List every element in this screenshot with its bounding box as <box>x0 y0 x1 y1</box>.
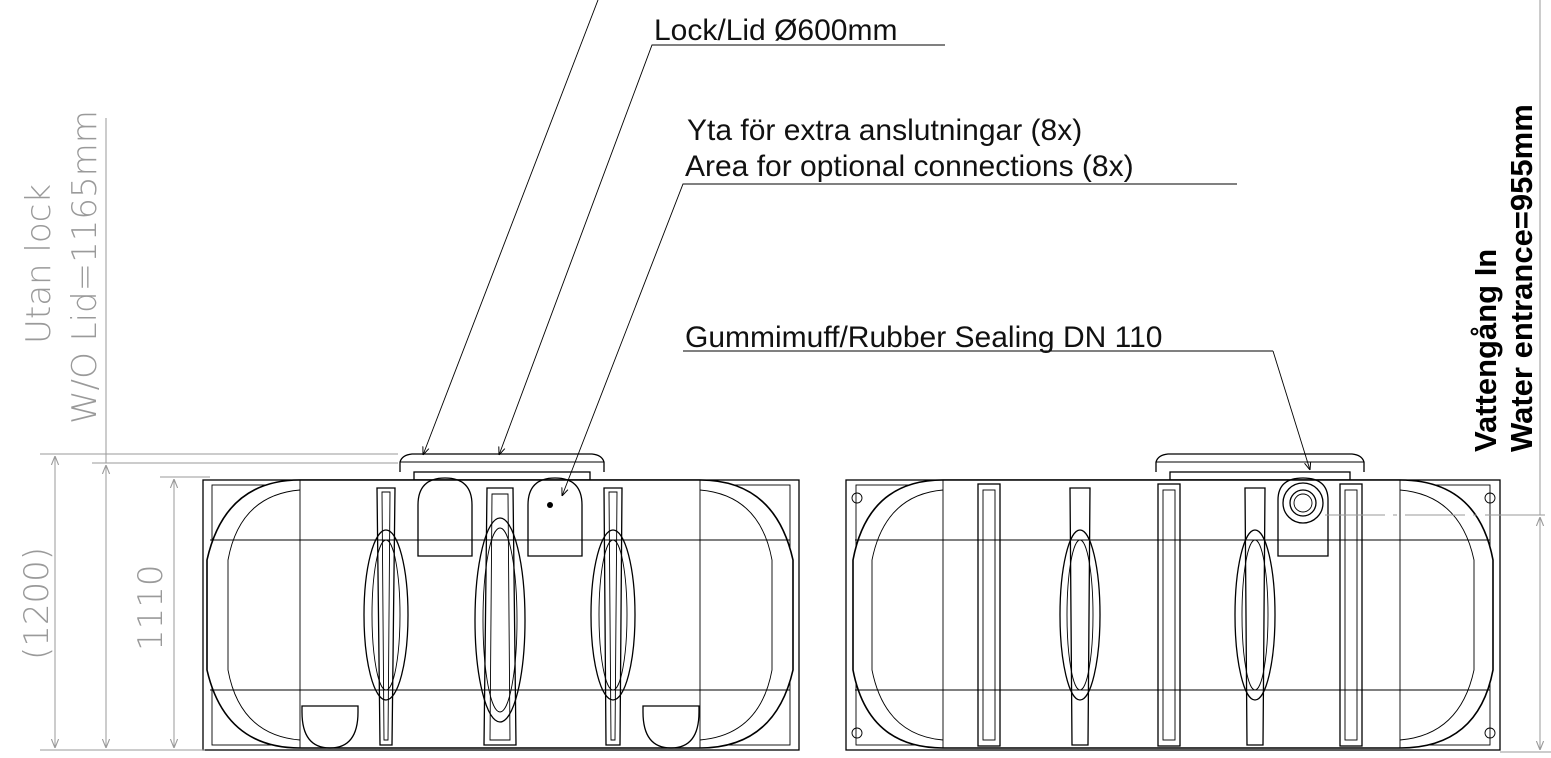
water-entrance-en: Water entrance=955mm <box>1504 104 1539 452</box>
tank-left-view <box>202 453 800 751</box>
optional-connections-en: Area for optional connections (8x) <box>685 150 1134 183</box>
tank-right-view <box>845 453 1501 751</box>
callout-leaders <box>423 0 1310 496</box>
inlet-rubber-sealing <box>1277 477 1329 557</box>
optional-connections-sv: Yta för extra anslutningar (8x) <box>687 114 1082 147</box>
body-height-dimension: 1110 <box>131 564 171 651</box>
optional-connection-areas <box>417 477 583 557</box>
without-lid-dimension: W/O Lid=1165mm <box>65 110 105 424</box>
lid-callout: Lock/Lid Ø600mm <box>654 14 897 47</box>
lid-right <box>1155 453 1365 481</box>
water-entrance-sv: Vattengång In <box>1468 249 1503 452</box>
dimension-lines-left <box>40 118 398 751</box>
ribs-left <box>363 487 636 746</box>
rubber-sealing-callout: Gummimuff/Rubber Sealing DN 110 <box>685 321 1162 354</box>
utan-lock-label: Utan lock <box>19 184 59 344</box>
overall-height-dimension: (1200) <box>17 547 57 660</box>
ribs-right <box>977 483 1363 747</box>
water-entrance-dimension <box>1325 0 1551 753</box>
